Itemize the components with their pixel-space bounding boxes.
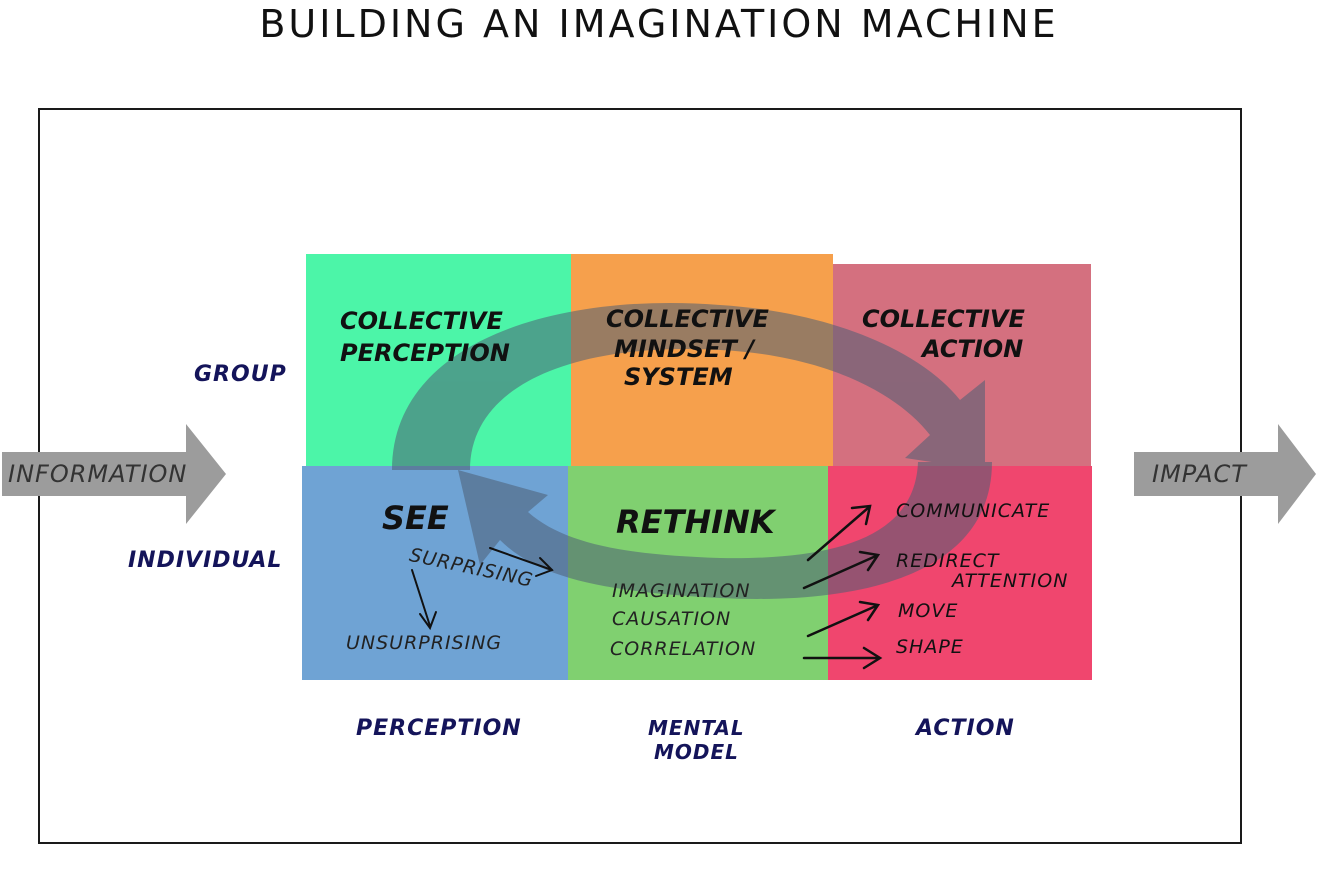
information-label: INFORMATION [8,460,188,488]
column-label-action: ACTION [916,716,1015,741]
collective-mindset-line1: COLLECTIVE [606,305,769,333]
column-label-mental-model-line2: MODEL [654,740,739,764]
collective-perception-line2: PERCEPTION [340,339,510,367]
impact-label: IMPACT [1152,460,1247,488]
action-item-redirect: REDIRECT [896,550,1000,572]
collective-perception-line1: COLLECTIVE [340,307,503,335]
action-item-move: MOVE [898,600,959,622]
action-item-communicate: COMMUNICATE [896,500,1051,522]
row-label-group: GROUP [194,362,287,387]
rethink-item-imagination: IMAGINATION [612,580,751,602]
collective-action-line1: COLLECTIVE [862,305,1025,333]
row-label-individual: INDIVIDUAL [128,548,283,573]
action-item-attention: ATTENTION [952,570,1069,592]
collective-action-line2: ACTION [922,335,1024,363]
collective-mindset-line3: SYSTEM [624,363,733,391]
rethink-item-causation: CAUSATION [612,608,732,630]
action-item-shape: SHAPE [896,636,964,658]
see-label: SEE [382,499,449,537]
collective-mindset-line2: MINDSET / [614,335,754,363]
rethink-item-correlation: CORRELATION [610,638,757,660]
column-label-perception: PERCEPTION [356,716,522,741]
column-label-mental-model-line1: MENTAL [648,716,745,740]
rethink-label: RETHINK [616,503,775,541]
unsurprising-label: UNSURPRISING [346,632,503,654]
impact-arrow-icon [1134,424,1316,524]
diagram-title: BUILDING AN IMAGINATION MACHINE [259,2,1059,46]
action-arrows-icon [802,504,883,670]
information-arrow-icon [2,424,226,524]
surprising-arrow-icon [489,547,554,577]
cell-collective-mindset [571,254,833,468]
unsurprising-arrow-icon [411,569,437,631]
